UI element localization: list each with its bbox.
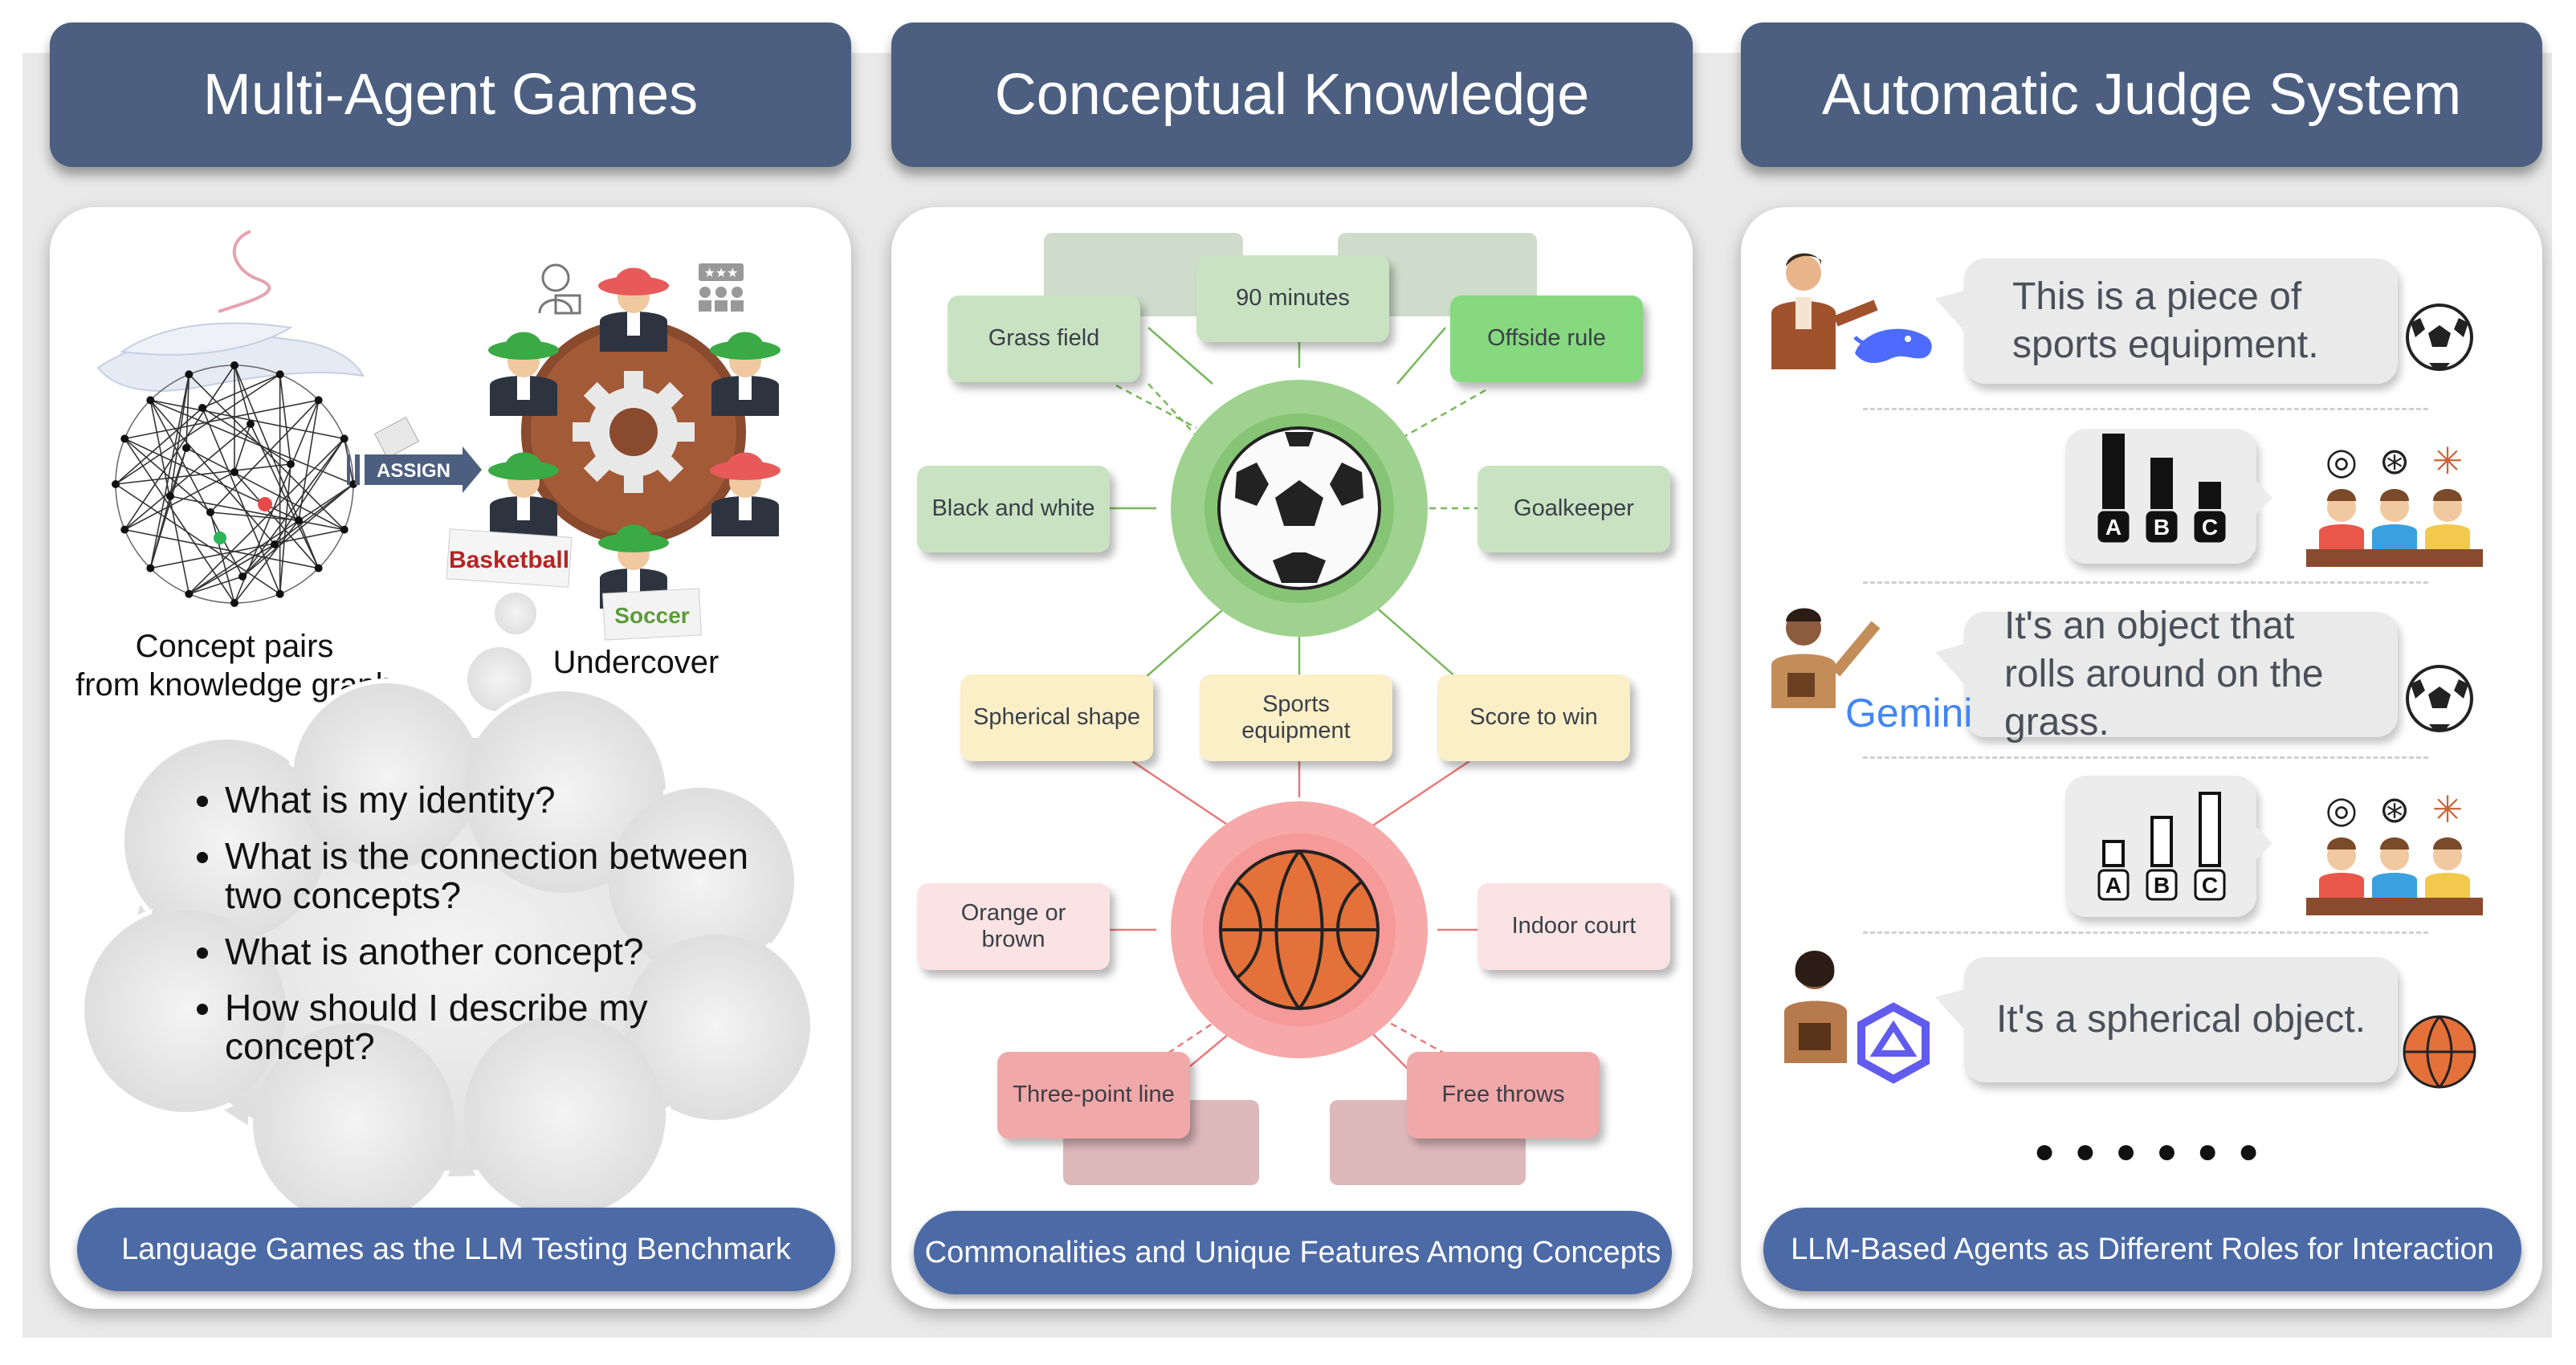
- graph-node: [112, 480, 120, 488]
- thought-dot-small: [491, 589, 540, 638]
- node-indoor-court: Indoor court: [1478, 883, 1670, 970]
- divider: [1863, 408, 2428, 410]
- graph-node: [287, 460, 295, 468]
- graph-node: [230, 361, 238, 369]
- footer-automatic-judge: LLM-Based Agents as Different Roles for …: [1763, 1208, 2521, 1291]
- card-basketball: Basketball: [446, 528, 573, 588]
- graph-node: [230, 468, 238, 476]
- assign-arrow: ASSIGN: [347, 416, 482, 493]
- question-4: How should I describe my concept?: [225, 988, 758, 1066]
- utterance-3: It's a spherical object.: [1995, 998, 2366, 1041]
- game-label: Undercover: [553, 645, 719, 680]
- graph-node: [230, 599, 238, 607]
- question-list: What is my identity? What is the connect…: [180, 780, 758, 1084]
- agent-3: [710, 332, 781, 416]
- graph-node: [340, 525, 348, 534]
- agent-2: [488, 332, 559, 416]
- node-score-to-win: Score to win: [1437, 674, 1630, 761]
- node-goalkeeper: Goalkeeper: [1478, 466, 1670, 552]
- graph-node: [275, 589, 284, 598]
- graph-node: [120, 434, 129, 443]
- footer-conceptual-knowledge: Commonalities and Unique Features Among …: [914, 1211, 1672, 1294]
- graph-node: [206, 508, 214, 516]
- agent-4: [488, 452, 559, 536]
- graph-node: [340, 434, 348, 443]
- vote-bubble-2: [2065, 776, 2256, 917]
- node-offside-rule: Offside rule: [1450, 295, 1643, 382]
- divider: [1863, 756, 2428, 759]
- node-orange-or-brown-label: Orange or brown: [960, 899, 1066, 952]
- header-conceptual-knowledge: Conceptual Knowledge: [891, 22, 1693, 167]
- graph-node: [314, 564, 323, 572]
- graph-caption-line1: Concept pairs: [136, 629, 334, 664]
- agents-group: [488, 267, 781, 609]
- card-soccer: Soccer: [602, 588, 702, 641]
- utterance-2: It's an object that rolls around on the …: [2004, 605, 2324, 744]
- graph-node: [271, 540, 279, 548]
- judge-icon: [538, 263, 581, 315]
- graph-node: [185, 370, 194, 379]
- ribbon-decoration: [96, 230, 365, 392]
- audience-icon: ★★★: [699, 263, 744, 312]
- svg-text:★★★: ★★★: [703, 267, 738, 280]
- node-three-point-line: Three-point line: [997, 1052, 1190, 1139]
- graph-node: [295, 516, 303, 524]
- node-black-and-white: Black and white: [917, 466, 1110, 552]
- graph-node: [146, 396, 155, 405]
- header-automatic-judge-system: Automatic Judge System: [1741, 22, 2542, 167]
- header-multi-agent-games: Multi-Agent Games: [50, 22, 851, 167]
- graph-node: [275, 370, 284, 379]
- graph-node: [238, 572, 247, 581]
- speech-bubble-2: It's an object that rolls around on the …: [1964, 605, 2398, 744]
- node-90-minutes: 90 minutes: [1196, 255, 1389, 342]
- question-1: What is my identity?: [225, 780, 758, 820]
- node-free-throws: Free throws: [1407, 1052, 1600, 1139]
- node-orange-or-brown: Orange or brown: [917, 883, 1110, 970]
- graph-node: [146, 564, 155, 572]
- thought-cloud: [79, 678, 815, 1229]
- graph-node: [120, 525, 129, 534]
- divider: [1863, 581, 2428, 584]
- footer-multi-agent-games: Language Games as the LLM Testing Benchm…: [77, 1208, 835, 1291]
- graph-node: [166, 492, 174, 500]
- graph-node: [198, 404, 206, 412]
- concept-node-green: [214, 532, 226, 544]
- speech-bubble-1: This is a piece of sports equipment.: [1964, 259, 2398, 384]
- question-3: What is another concept?: [225, 932, 758, 972]
- node-grass-field: Grass field: [948, 295, 1140, 382]
- concept-map-edges: [1108, 312, 1486, 1075]
- question-2: What is the connection between two conce…: [225, 837, 758, 915]
- node-sports-equipment-label: Sports equipment: [1241, 691, 1351, 744]
- soccer-hub: [1171, 380, 1428, 637]
- node-sports-equipment: Sports equipment: [1200, 674, 1392, 761]
- card-basketball-label: Basketball: [449, 547, 569, 573]
- graph-node: [314, 396, 323, 405]
- panel1-illustration: ASSIGN ★★★: [75, 230, 815, 1229]
- node-spherical-shape: Spherical shape: [960, 674, 1153, 761]
- divider: [1863, 931, 2428, 934]
- agent-1: [598, 267, 669, 352]
- graph-node: [182, 444, 190, 452]
- game-wheel: [521, 320, 746, 544]
- basketball-hub: [1171, 801, 1428, 1058]
- agent-5: [710, 452, 781, 536]
- concept-node-red: [258, 497, 272, 511]
- graph-node: [247, 420, 255, 428]
- knowledge-graph: [112, 361, 357, 607]
- assign-label: ASSIGN: [377, 460, 450, 482]
- card-soccer-label: Soccer: [614, 603, 689, 628]
- graph-node: [185, 589, 194, 598]
- utterance-1: This is a piece of sports equipment.: [2012, 275, 2319, 366]
- vote-bubble-1: [2065, 429, 2256, 564]
- speech-bubble-3: It's a spherical object.: [1964, 957, 2398, 1082]
